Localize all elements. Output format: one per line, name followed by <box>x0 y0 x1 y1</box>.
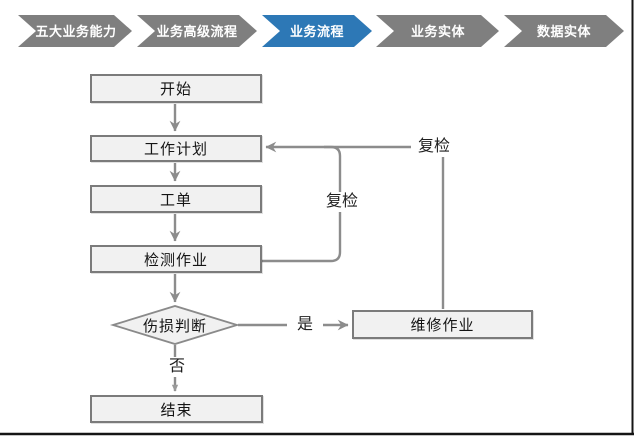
nav-item-business-process-active[interactable]: 业务流程 <box>262 15 372 47</box>
chevron-shape-active <box>262 15 372 47</box>
flow-node-end: 结束 <box>90 395 263 423</box>
flow-node-damage-judgment-label: 伤损判断 <box>142 317 207 335</box>
flow-node-inspection: 检测作业 <box>90 245 262 273</box>
nav-item-label: 业务实体 <box>411 24 466 39</box>
flow-node-work-order: 工单 <box>90 185 262 213</box>
chevron-shape <box>137 15 257 47</box>
nav-item-five-capabilities[interactable]: 五大业务能力 <box>18 15 132 47</box>
nav-item-label: 数据实体 <box>537 24 592 39</box>
nav-item-data-entity[interactable]: 数据实体 <box>504 15 624 47</box>
nav-item-label: 业务高级流程 <box>156 24 237 39</box>
nav-item-label: 业务流程 <box>290 24 344 39</box>
nav-item-business-entity[interactable]: 业务实体 <box>376 15 499 47</box>
chevron-shape <box>376 15 499 47</box>
chevron-shape <box>504 15 624 47</box>
edge-label-recheck-outer: 复检 <box>411 137 457 157</box>
chevron-shape <box>18 15 132 47</box>
edge-label-yes: 是 <box>287 315 323 335</box>
nav-item-label: 五大业务能力 <box>35 24 116 39</box>
decision-diamond-shape <box>109 305 241 345</box>
flow-node-repair: 维修作业 <box>352 310 533 339</box>
flow-node-work-plan: 工作计划 <box>90 135 262 162</box>
nav-item-high-level-process[interactable]: 业务高级流程 <box>137 15 257 47</box>
flow-node-start: 开始 <box>90 74 262 103</box>
edge-label-recheck-inner: 复检 <box>319 192 365 212</box>
connector-repair-recheck-to-plan <box>265 141 445 309</box>
edge-label-no: 否 <box>159 357 195 377</box>
